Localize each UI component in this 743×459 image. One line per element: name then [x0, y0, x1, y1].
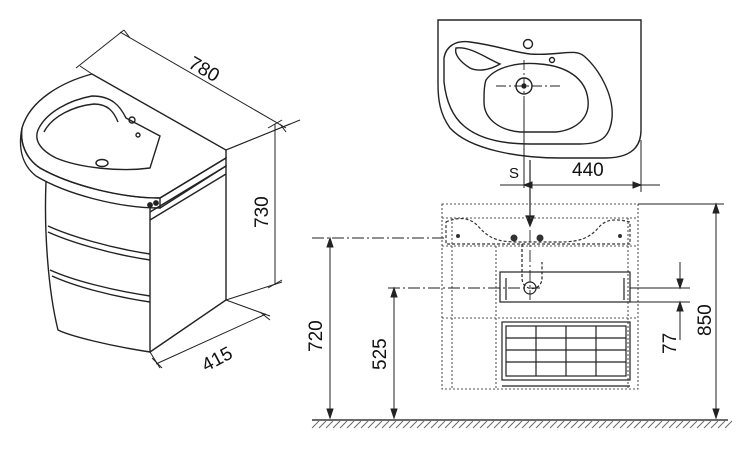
dim-440-label: 440	[572, 160, 604, 181]
plan-tap-hole	[522, 38, 534, 50]
dim-720-label: 720	[306, 320, 327, 352]
tap-hole	[128, 116, 136, 124]
floor	[311, 419, 733, 429]
drawer-organizer	[501, 321, 631, 387]
dim-415-label: 415	[198, 343, 236, 376]
dim-77-label: 77	[660, 333, 681, 354]
basin-rim-front	[19, 127, 161, 209]
tap-hole-small	[135, 132, 141, 138]
plan-view-basin	[437, 19, 642, 159]
projection-arrow	[525, 160, 535, 228]
drawer-divider-1	[47, 225, 151, 255]
plan-basin-rim	[443, 40, 613, 145]
offset-s-label: S	[509, 165, 519, 182]
dim-850-label: 850	[695, 304, 716, 336]
cabinet-side-top-edge	[149, 173, 227, 221]
dim-525	[390, 286, 398, 420]
drawer-divider-2b	[51, 275, 151, 303]
front-centerlines	[312, 230, 540, 300]
cabinet-side	[149, 164, 227, 353]
dim-780-label: 780	[185, 53, 223, 87]
dim-525-label: 525	[370, 338, 391, 370]
rim-fixing-dot-1	[147, 202, 153, 208]
front-view-cabinet	[441, 203, 639, 390]
drawer-divider-2	[49, 269, 151, 297]
plan-overflow	[548, 56, 556, 64]
dim-440	[500, 100, 660, 192]
front-outline	[441, 203, 639, 390]
dim-730-label: 730	[252, 196, 273, 228]
basin-bowl	[36, 95, 161, 171]
basin-rim-side	[159, 156, 227, 209]
cabinet-front	[44, 181, 151, 353]
plan-basin-bowl	[483, 62, 589, 133]
dim-415	[149, 299, 271, 369]
plan-basin-outline	[437, 19, 642, 159]
dim-780	[75, 29, 291, 151]
dim-850	[638, 202, 724, 420]
front-fixing-bolts	[456, 234, 622, 242]
siphon-bracket	[499, 271, 631, 303]
dim-730	[225, 119, 301, 301]
front-basin-profile	[445, 217, 631, 245]
basin-bowl-inner	[43, 103, 119, 133]
siphon	[499, 244, 631, 303]
rim-fixing-dot-2	[153, 200, 159, 206]
perspective-vanity	[19, 73, 227, 353]
dim-720	[326, 236, 334, 420]
plan-basin-inner-curve	[454, 47, 502, 71]
drawer-divider-1b	[47, 231, 151, 261]
floor-hatching	[311, 420, 733, 429]
basin-top-outline	[20, 73, 227, 199]
drain-hole	[95, 158, 109, 168]
dim-77	[630, 262, 690, 340]
plan-centerlines	[496, 60, 560, 116]
